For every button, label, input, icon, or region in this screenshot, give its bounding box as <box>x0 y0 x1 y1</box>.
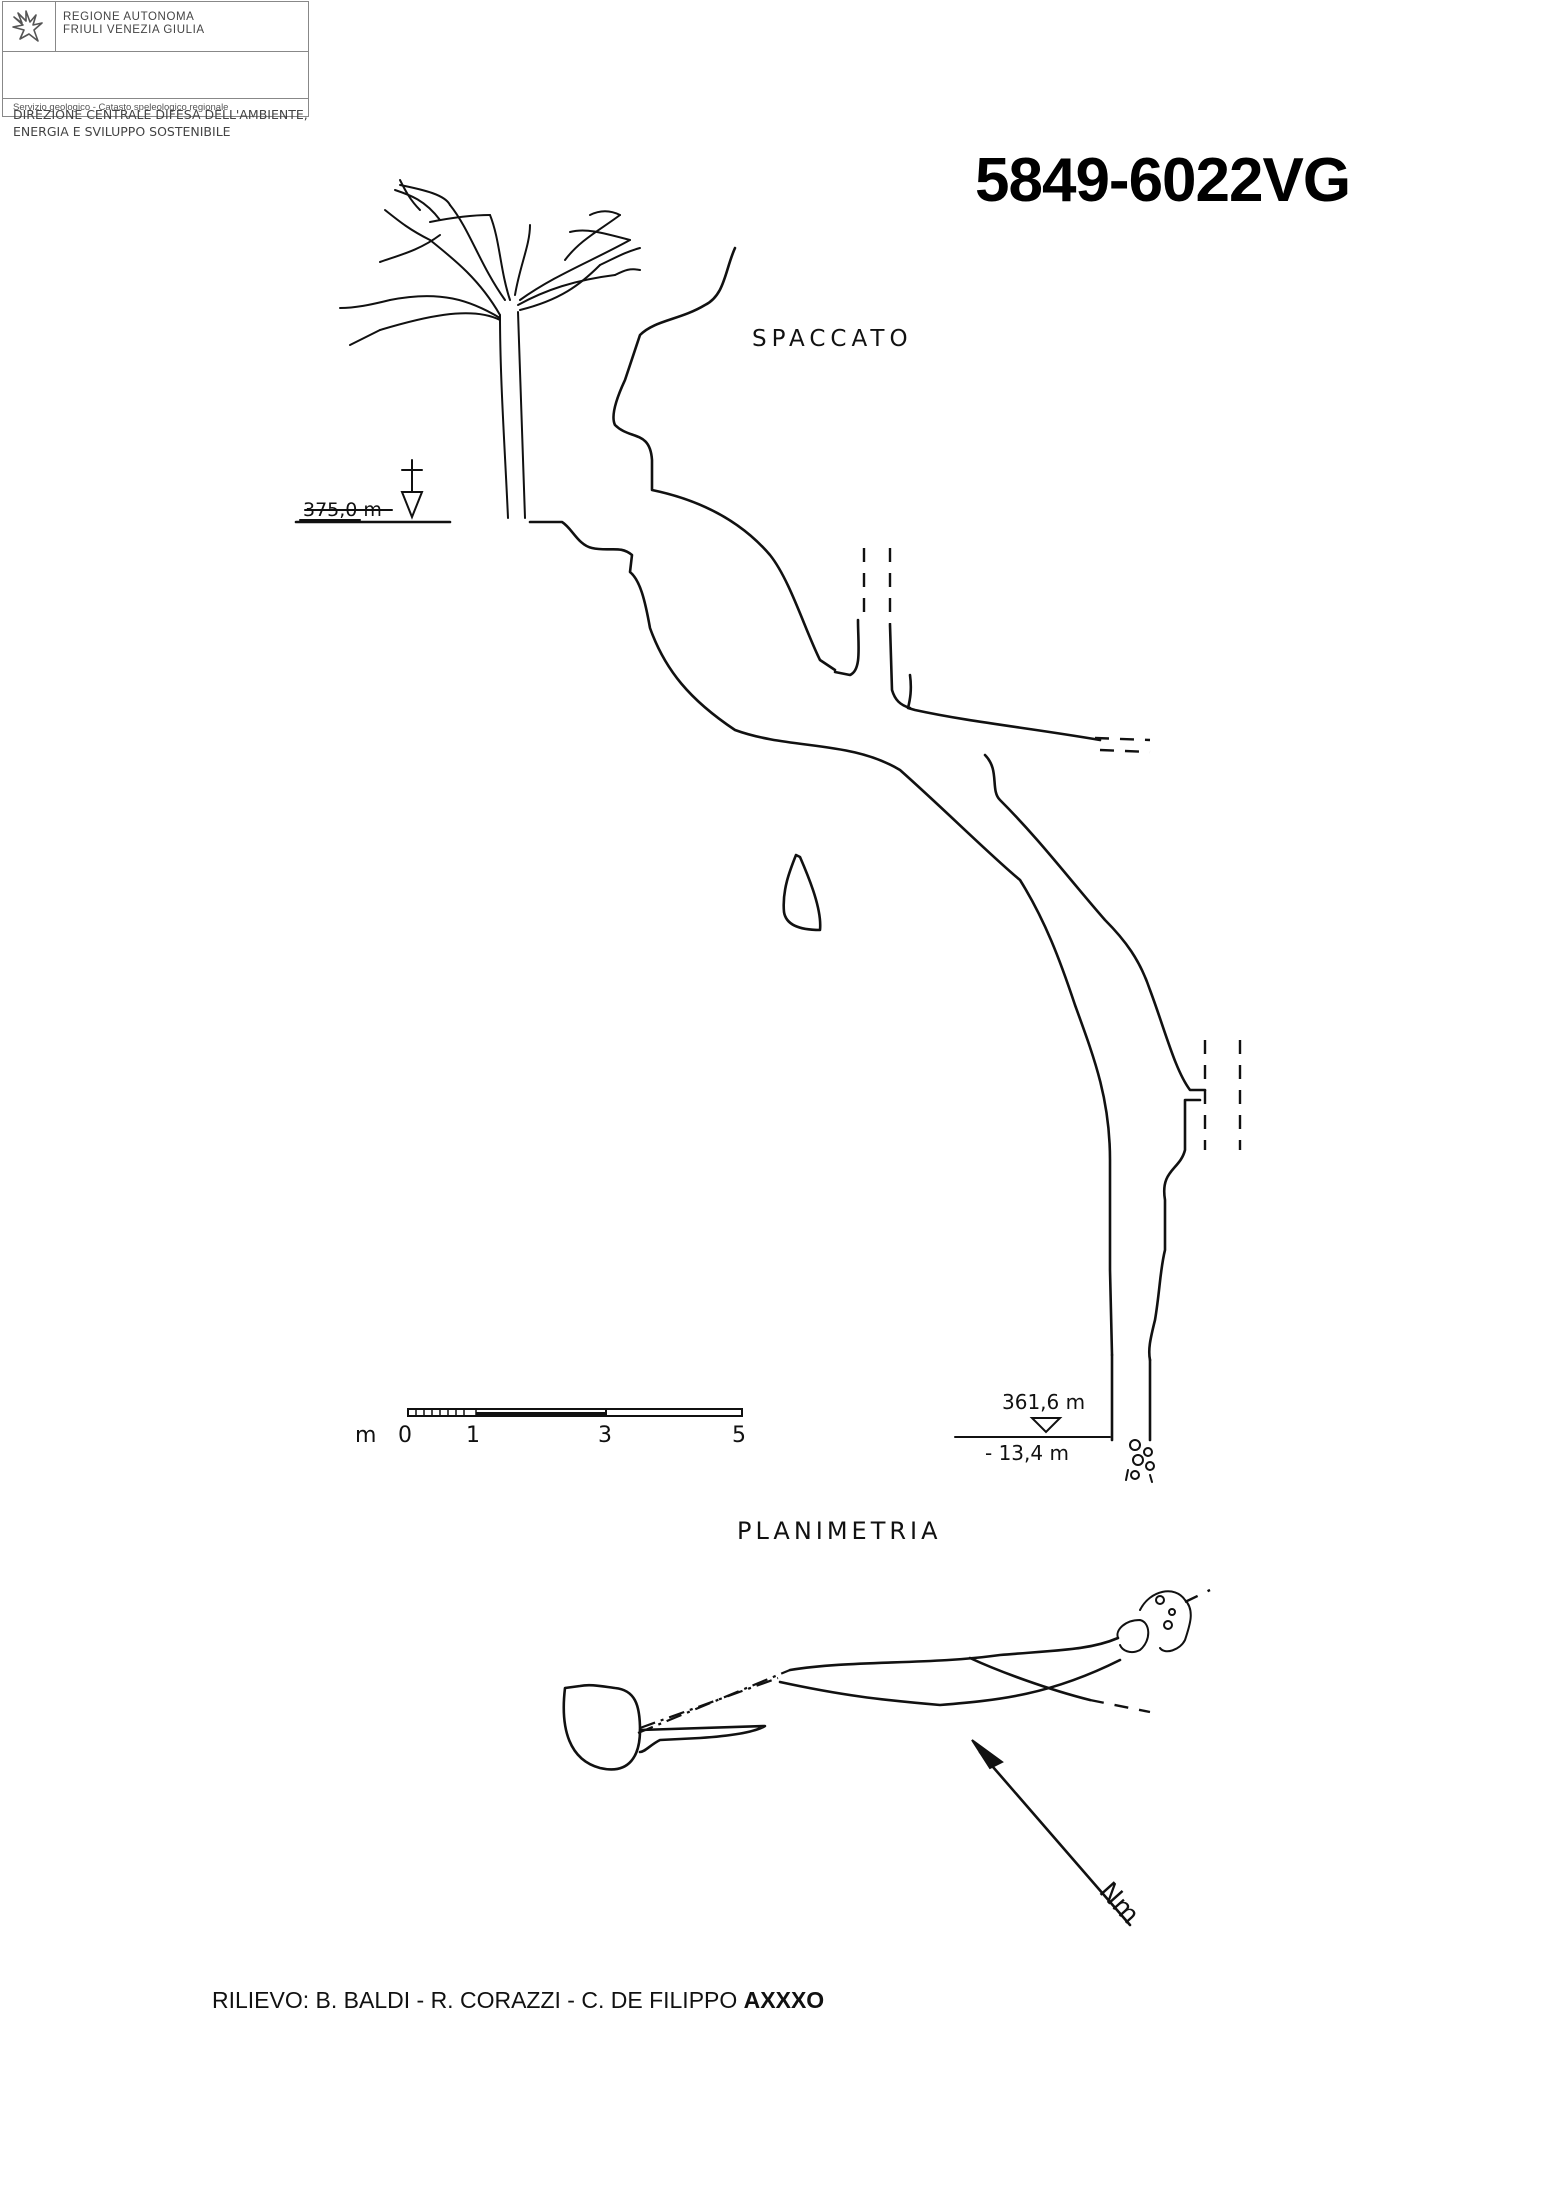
region-eagle-logo-icon <box>12 10 43 42</box>
bottom-debris <box>1125 1439 1155 1483</box>
credits-surveyors: RILIEVO: B. BALDI - R. CORAZZI - C. DE F… <box>212 1987 738 2013</box>
plan-title: PLANIMETRIA <box>737 1517 942 1545</box>
cave-inner-spur <box>833 618 912 710</box>
header-divider <box>55 2 56 51</box>
cave-code: 5849-6022VG <box>975 146 1351 215</box>
side-passage-dash-bottom <box>1099 748 1151 754</box>
region-line-1: REGIONE AUTONOMA <box>63 11 195 23</box>
tree-icon <box>339 179 641 519</box>
north-arrow-icon <box>971 1739 1132 1927</box>
header-top-row: REGIONE AUTONOMA FRIULI VENEZIA GIULIA <box>3 2 308 52</box>
bottom-elevation-label: 361,6 m <box>1002 1390 1085 1414</box>
institution-header: REGIONE AUTONOMA FRIULI VENEZIA GIULIA D… <box>2 1 309 139</box>
bottom-datum-marker <box>954 1417 1111 1438</box>
rock-pillar <box>782 853 822 932</box>
depth-label: - 13,4 m <box>985 1441 1069 1465</box>
entrance-elevation-label: 375,0 m <box>303 499 382 521</box>
north-label: Nm <box>1093 1877 1145 1930</box>
entrance-datum-marker <box>400 459 424 520</box>
survey-credits: RILIEVO: B. BALDI - R. CORAZZI - C. DE F… <box>212 1987 824 2014</box>
cave-right-wall <box>612 246 837 672</box>
direction-name: DIREZIONE CENTRALE DIFESA DELL'AMBIENTE,… <box>13 106 308 140</box>
section-title: SPACCATO <box>752 326 913 352</box>
scale-tick-1: 1 <box>466 1423 480 1448</box>
direction-line-2: ENERGIA E SVILUPPO SOSTENIBILE <box>13 124 231 139</box>
plan-dashed-end <box>1184 1588 1211 1604</box>
side-passage-dash-top <box>1094 736 1151 742</box>
service-name: Servizio geologico - Catasto speleologic… <box>13 102 229 113</box>
scale-tick-5: 5 <box>732 1423 746 1448</box>
plan-view <box>562 1588 1211 1771</box>
header-direction-row: DIREZIONE CENTRALE DIFESA DELL'AMBIENTE,… <box>3 51 308 139</box>
scale-unit: m <box>355 1423 376 1448</box>
scale-tick-0: 0 <box>398 1423 412 1448</box>
region-line-2: FRIULI VENEZIA GIULIA <box>63 24 205 36</box>
cave-left-wall <box>528 520 1114 1357</box>
cave-right-wall-lower <box>906 673 1207 1362</box>
plan-dashed-branch <box>1089 1698 1151 1714</box>
plan-dashdot-lower <box>637 1668 791 1735</box>
region-name: REGIONE AUTONOMA FRIULI VENEZIA GIULIA <box>63 11 205 37</box>
direction-line-1: DIREZIONE CENTRALE DIFESA DELL'AMBIENTE, <box>13 107 308 122</box>
scale-tick-3: 3 <box>598 1423 612 1448</box>
credits-group: AXXXO <box>743 1987 825 2013</box>
scale-bar <box>407 1408 743 1417</box>
plan-entrance-chamber <box>562 1683 642 1771</box>
